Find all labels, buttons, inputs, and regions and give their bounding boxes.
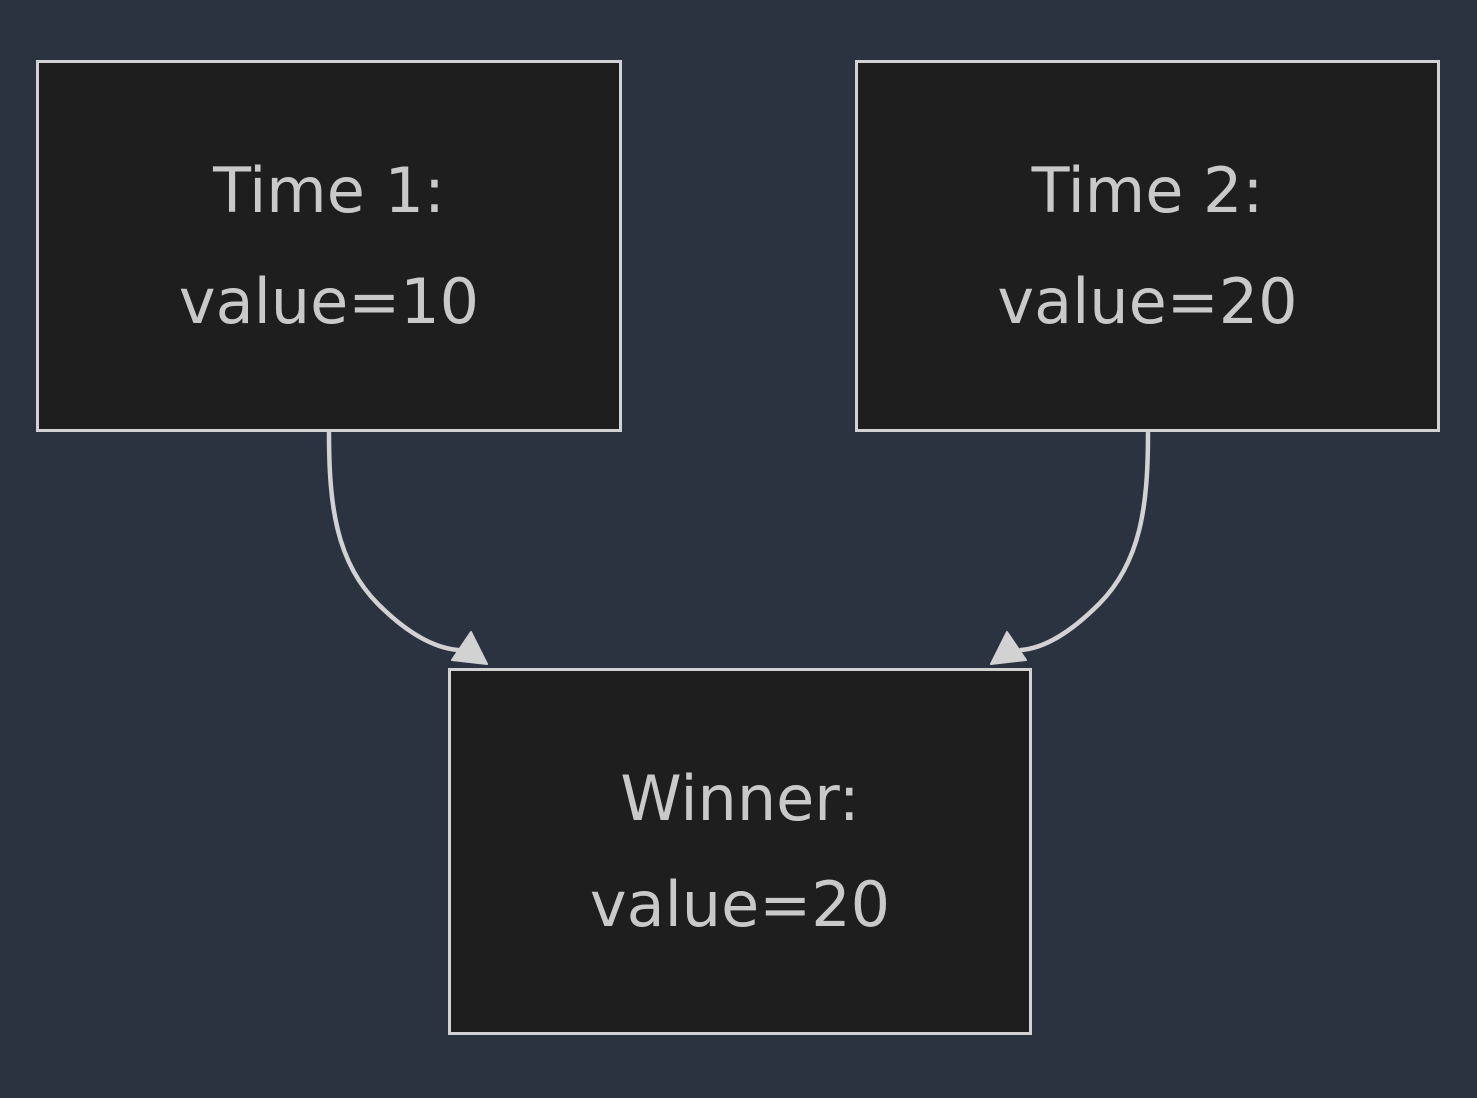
node-time1[interactable]: Time 1: value=10 xyxy=(36,60,622,432)
edge-time2-to-winner-arrowhead xyxy=(990,631,1027,665)
node-winner-title: Winner: xyxy=(620,762,860,836)
node-time1-title: Time 1: xyxy=(213,153,445,227)
node-time2-title: Time 2: xyxy=(1031,153,1264,227)
edge-time1-to-winner xyxy=(326,430,488,665)
node-time2-detail: value=20 xyxy=(997,265,1298,338)
node-time1-detail: value=10 xyxy=(178,265,480,338)
edge-time2-to-winner xyxy=(990,430,1151,665)
edge-time1-to-winner-line xyxy=(326,430,461,653)
node-winner[interactable]: Winner: value=20 xyxy=(448,668,1032,1035)
edge-time2-to-winner-line xyxy=(1018,430,1151,653)
node-winner-detail: value=20 xyxy=(589,867,891,941)
edge-time1-to-winner-arrowhead xyxy=(451,631,488,665)
node-time2[interactable]: Time 2: value=20 xyxy=(855,60,1440,432)
